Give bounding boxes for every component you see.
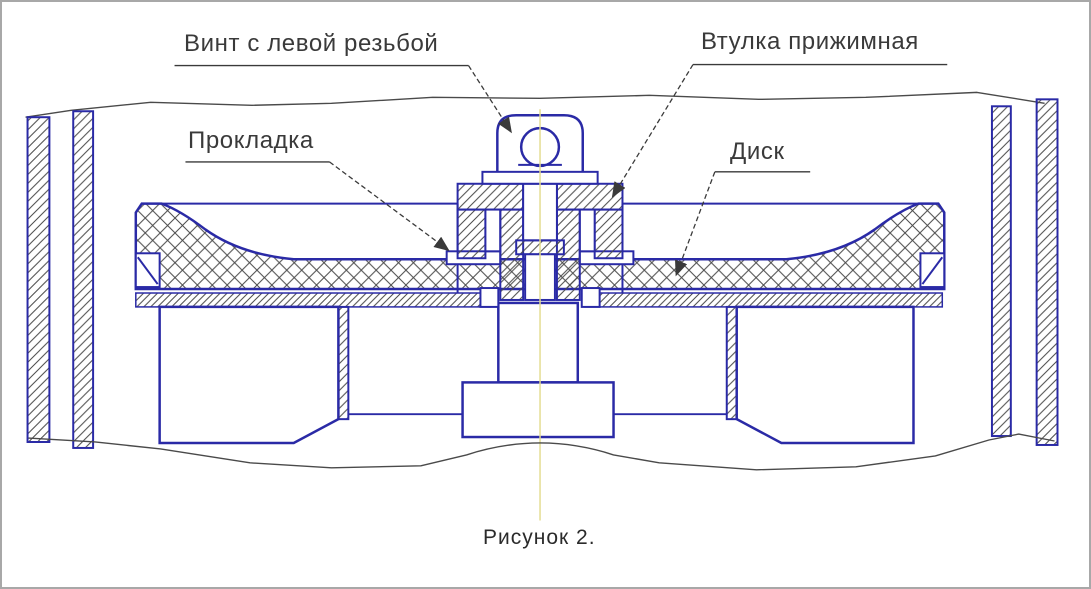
callout-leader-disk (675, 171, 716, 277)
support-box-left (158, 305, 340, 445)
clamp-sleeve-section (456, 182, 624, 301)
pipe-break-line-top (25, 91, 1045, 118)
callout-screw-label: Винт с левой резьбой (184, 30, 439, 57)
support-rib-left (337, 305, 350, 421)
callout-disk-label: Диск (730, 138, 785, 165)
rubber-disk-section (134, 202, 946, 291)
callout-leader-gasket (329, 161, 450, 252)
pipe-wall-right-outer (1035, 98, 1059, 446)
pipe-wall-left-outer (26, 116, 51, 443)
callout-sleeve-label: Втулка прижимная (701, 28, 919, 55)
hub-neck (497, 301, 580, 384)
callout-lines (174, 63, 948, 277)
hub-base (461, 381, 615, 439)
support-box-right (735, 305, 915, 445)
disk-clamp-notch-left (134, 252, 161, 289)
disk-clamp-notch-right (919, 252, 946, 289)
figure-caption: Рисунок 2. (483, 526, 596, 549)
callout-gasket-label: Прокладка (188, 127, 314, 154)
backing-plate-right (583, 292, 944, 308)
backing-plate-left (135, 292, 492, 308)
pipe-wall-right-inner (990, 105, 1012, 438)
pipe-break-line-bottom (28, 433, 1055, 471)
callout-leader-sleeve (611, 64, 694, 198)
hub-foot-right (580, 287, 601, 308)
callout-leader-screw (467, 65, 512, 134)
pipe-wall-left-inner (72, 110, 95, 449)
hub-foot-left (479, 287, 500, 308)
support-rib-right (725, 305, 738, 421)
